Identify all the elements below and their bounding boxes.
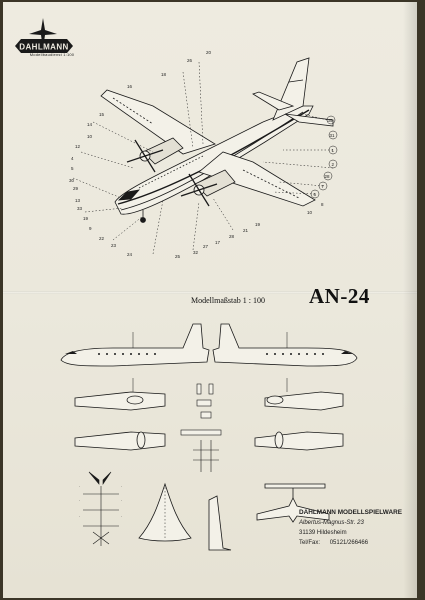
part-label: 25	[175, 254, 181, 259]
part-label: 9	[89, 226, 92, 231]
part-label: 26	[187, 58, 193, 63]
sheet-edge-shadow	[403, 2, 417, 598]
svg-text:·: ·	[79, 484, 80, 489]
side-view-left	[60, 323, 210, 367]
part-label: 27	[203, 244, 209, 249]
part-label: 22	[99, 236, 105, 241]
part-label: 15	[99, 112, 105, 117]
part-label: 31	[330, 133, 336, 138]
part-label: 17	[215, 240, 221, 245]
part-label: 28	[229, 234, 235, 239]
svg-text:·: ·	[121, 498, 122, 503]
propeller-sprue	[83, 471, 119, 546]
top-right-part-labels: 35 31 1 2 28 7 6 8 10 19	[255, 115, 338, 227]
part-label: 10	[87, 134, 93, 139]
part-label: 10	[307, 210, 313, 215]
brand-subtitle: Modellbaudienst 1:100	[29, 52, 75, 57]
part-label: 4	[71, 156, 74, 161]
maker-street: Albertus-Magnus-Str. 23	[299, 520, 364, 526]
exploded-aircraft-view	[72, 57, 334, 255]
part-label: 20	[206, 50, 212, 55]
svg-text:·: ·	[121, 484, 122, 489]
svg-text:·: ·	[79, 498, 80, 503]
model-title: AN-24	[309, 284, 370, 308]
part-label: 35	[328, 118, 334, 123]
svg-text:·: ·	[121, 514, 122, 519]
drawing-layer: DAHLMANN	[15, 18, 358, 551]
maker-phone: 05121/266466	[329, 540, 369, 546]
svg-text:·: ·	[79, 514, 80, 519]
part-label: 29	[73, 186, 79, 191]
part-label: 13	[75, 198, 81, 203]
part-label: 19	[83, 216, 89, 221]
part-label: 2	[332, 162, 335, 167]
maker-company: DAHLMANN MODELLSPIELWARE	[299, 509, 402, 516]
part-label: 14	[87, 122, 93, 127]
stabilizer-part	[256, 483, 330, 523]
part-label: 18	[161, 72, 167, 77]
tail-fin-part	[208, 495, 232, 551]
instruction-sheet: DAHLMANN	[3, 2, 417, 598]
small-parts-center	[180, 383, 222, 472]
part-label: 5	[71, 166, 74, 171]
top-part-labels: 20 26 18 16 15 14 10 12 4 5 30 29 13 33 …	[69, 50, 249, 259]
part-label: 30	[69, 178, 75, 183]
part-label: 8	[321, 202, 324, 207]
scale-label: Modellmaßstab 1 : 100	[191, 296, 265, 305]
part-label: 1	[332, 148, 335, 153]
wing-top-views	[74, 378, 344, 451]
part-label: 23	[111, 243, 117, 248]
part-label: 16	[127, 84, 133, 89]
side-view-right	[212, 323, 358, 367]
part-label: 32	[193, 250, 199, 255]
part-label: 6	[314, 192, 317, 197]
display-stand	[138, 482, 192, 542]
brand-logo: DAHLMANN	[15, 18, 73, 53]
maker-phone-label: Tel/Fax:	[299, 540, 321, 546]
sheet-fold	[3, 291, 417, 294]
part-label: 19	[255, 222, 261, 227]
bottom-part-labels: · · · · · ·	[79, 484, 122, 519]
part-label: 12	[75, 144, 81, 149]
maker-city: 31139 Hildesheim	[299, 530, 347, 536]
part-label: 33	[77, 206, 83, 211]
part-label: 28	[325, 174, 331, 179]
maker-phone-row: Tel/Fax: 05121/266466	[299, 538, 417, 548]
part-label: 24	[127, 252, 133, 257]
maker-address: DAHLMANN MODELLSPIELWARE Albertus-Magnus…	[299, 508, 417, 548]
part-label: 7	[322, 184, 325, 189]
part-label: 21	[243, 228, 249, 233]
brand-logo-text: DAHLMANN	[19, 43, 68, 52]
